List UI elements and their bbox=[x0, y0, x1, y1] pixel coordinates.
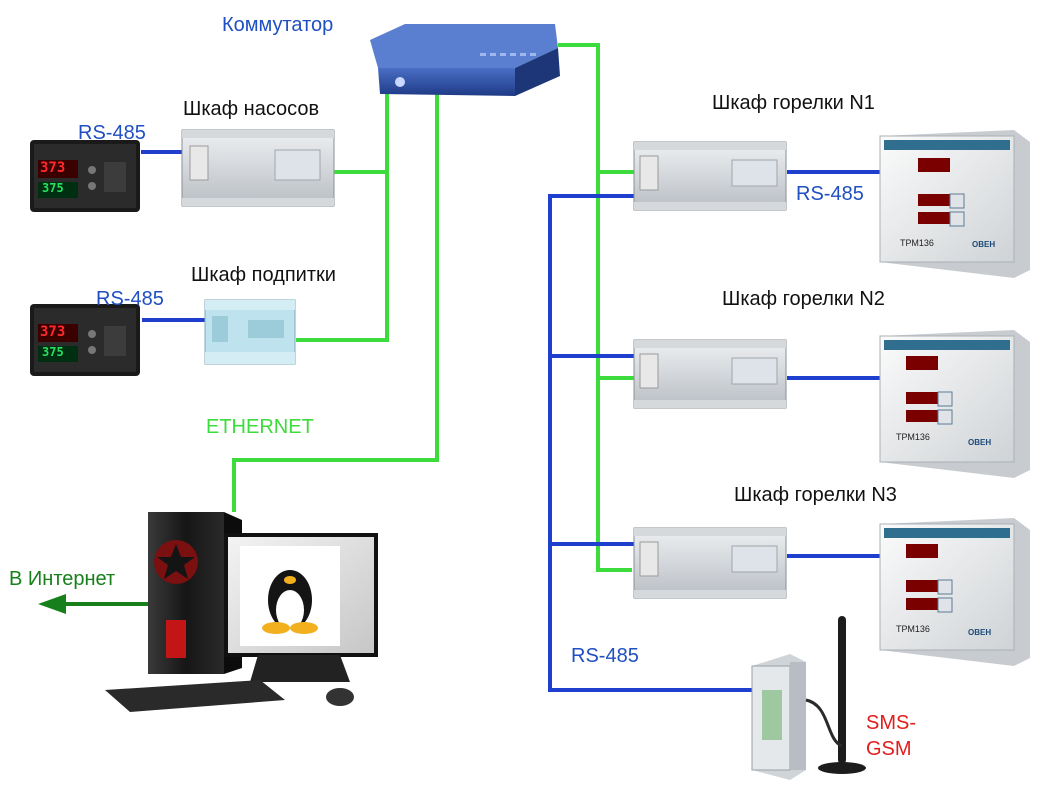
antenna-icon bbox=[838, 616, 846, 764]
burner1-cabinet-label: Шкаф горелки N1 bbox=[712, 92, 875, 114]
plc-makeup bbox=[204, 299, 296, 365]
trm-burner2 bbox=[879, 330, 1030, 478]
plc-burner1 bbox=[633, 141, 787, 211]
pump-cabinet-label: Шкаф насосов bbox=[183, 98, 320, 120]
computer bbox=[105, 512, 378, 712]
ethernet-lines bbox=[232, 43, 634, 572]
network-switch bbox=[370, 24, 560, 96]
switch-label: Коммутатор bbox=[222, 14, 334, 36]
meter-pump-display-top: 373 bbox=[40, 160, 66, 176]
gsm-modem bbox=[751, 616, 866, 780]
burner3-cabinet-label: Шкаф горелки N3 bbox=[734, 484, 897, 506]
tux-icon bbox=[262, 570, 318, 634]
meter-pump bbox=[30, 140, 140, 212]
trm1-model: ТРМ136 bbox=[900, 238, 934, 248]
sms-label: SMS- bbox=[866, 712, 916, 734]
trm3-model: ТРМ136 bbox=[896, 624, 930, 634]
rs485-bus-label: RS-485 bbox=[571, 645, 639, 667]
plc-burner3 bbox=[633, 527, 787, 599]
rs485-pump-label: RS-485 bbox=[78, 122, 146, 144]
rs485-lines bbox=[141, 150, 880, 692]
plc-burner2 bbox=[633, 339, 787, 409]
meter-makeup-display-top: 373 bbox=[40, 324, 66, 340]
meter-makeup bbox=[30, 304, 140, 376]
trm-burner1 bbox=[879, 130, 1030, 278]
gsm-label: GSM bbox=[866, 738, 912, 760]
trm1-brand: ОВЕН bbox=[972, 240, 996, 249]
trm2-brand: ОВЕН bbox=[968, 438, 992, 447]
trm3-brand: ОВЕН bbox=[968, 628, 992, 637]
meter-pump-display-bottom: 375 bbox=[42, 181, 64, 195]
rs485-burner1-label: RS-485 bbox=[796, 183, 864, 205]
trm2-model: ТРМ136 bbox=[896, 432, 930, 442]
makeup-cabinet-label: Шкаф подпитки bbox=[191, 264, 336, 286]
meter-makeup-display-bottom: 375 bbox=[42, 345, 64, 359]
rs485-makeup-label: RS-485 bbox=[96, 288, 164, 310]
ethernet-label: ETHERNET bbox=[206, 416, 314, 438]
trm-burner3 bbox=[879, 518, 1030, 666]
plc-pump bbox=[181, 129, 335, 207]
internet-arrow bbox=[38, 594, 150, 614]
internet-label: В Интернет bbox=[9, 568, 116, 590]
burner2-cabinet-label: Шкаф горелки N2 bbox=[722, 288, 885, 310]
lcd-panel bbox=[166, 620, 186, 658]
